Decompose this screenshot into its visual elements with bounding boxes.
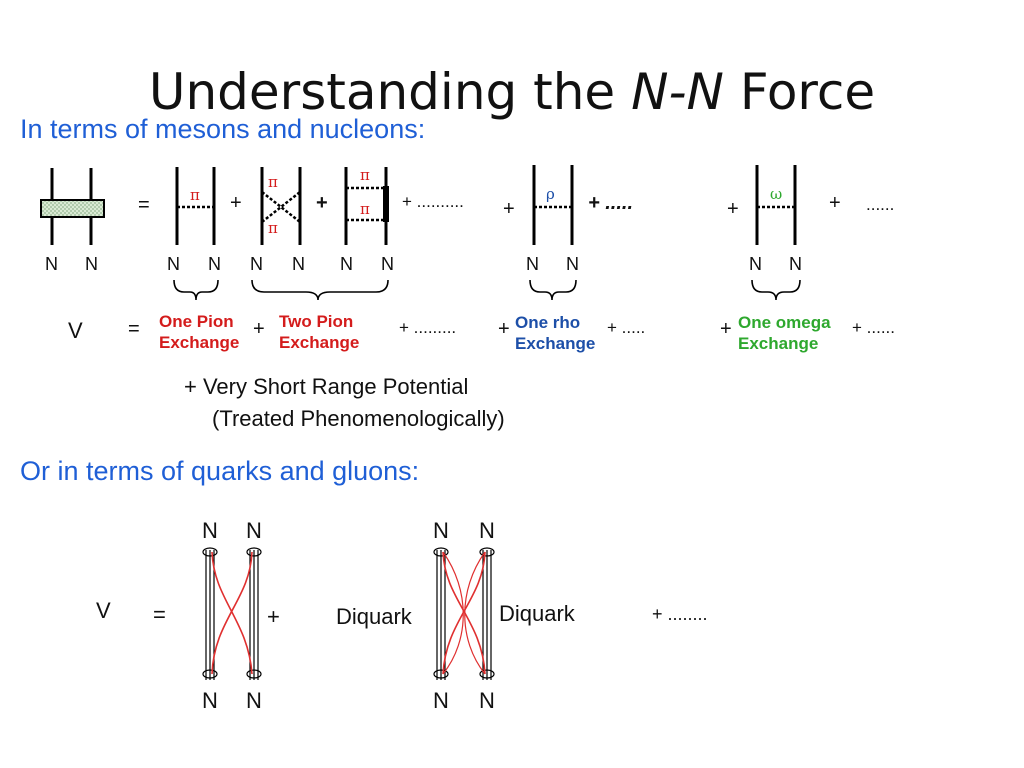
nucleon-label: N [246,518,262,543]
one-pion-diagram [175,167,216,245]
pion-symbol-top: π [268,173,278,191]
nucleon-label: N [479,688,495,713]
title-post: Force [723,63,876,121]
brace-one-rho [529,279,577,301]
plus-sign: + [267,604,280,629]
equals-sign: = [138,194,150,216]
plus-sign: + [253,318,265,340]
plus-sign: + [498,318,510,340]
plus-dots: + ........ [652,604,708,624]
one-omega-diagram [755,165,797,245]
label-line: Exchange [515,334,596,353]
diquark-label-right: Diquark [499,601,575,626]
plus-sign: + [720,318,732,340]
plus-sign: + [727,198,739,220]
nucleon-label: N [246,688,262,713]
nucleon-label: N [85,254,98,274]
dots: ...... [866,195,895,214]
quark-diagram-one [202,547,262,680]
pion-symbol-box-top: π [360,166,370,184]
nucleon-label: N [202,688,218,713]
nucleon-label: N [381,254,394,274]
two-pion-box-diagram [344,167,389,245]
one-pion-exchange-label: One Pion Exchange [159,311,239,353]
nucleon-label: N [566,254,579,274]
title-italic: N-N [631,63,724,121]
equals-sign: = [153,602,166,627]
brace-two-pion [251,279,389,301]
one-rho-exchange-label: One rho Exchange [515,312,595,354]
plus-sign: + [829,192,841,214]
nucleon-label: N [340,254,353,274]
plus-sign: + [503,198,515,220]
section-heading-quarks: Or in terms of quarks and gluons: [20,456,420,486]
nucleon-label: N [250,254,263,274]
plus-dots: + .......... [402,192,464,211]
plus-dots: + ..... [607,318,646,337]
label-line: Exchange [279,333,360,352]
label-line: One rho [515,313,581,332]
nucleon-label: N [167,254,180,274]
nucleon-label: N [433,518,449,543]
pion-symbol-box-bottom: π [360,200,370,218]
label-line: One omega [738,313,831,332]
one-omega-exchange-label: One omega Exchange [738,312,831,354]
label-line: Two Pion [279,312,354,331]
pion-symbol: π [190,186,200,204]
nucleon-label: N [433,688,449,713]
brace-one-omega [751,279,801,301]
brace-one-pion [173,279,219,301]
nucleon-label: N [202,518,218,543]
potential-symbol: V [68,318,83,343]
two-pion-exchange-label: Two Pion Exchange [279,311,359,353]
nucleon-label: N [749,254,762,274]
plus-sign-bold: + [316,192,328,214]
label-line: Exchange [159,333,240,352]
plus-dots: + ......... [399,318,457,337]
short-range-line2: (Treated Phenomenologically) [212,406,505,431]
nucleon-label: N [45,254,58,274]
label-line: One Pion [159,312,234,331]
nucleon-label: N [526,254,539,274]
two-pion-crossed-diagram [260,167,302,245]
equals-sign: = [128,318,140,340]
one-rho-diagram [532,165,574,245]
label-line: Exchange [738,334,819,353]
nucleon-label: N [208,254,221,274]
title-pre: Understanding the [148,63,632,121]
nucleon-label: N [292,254,305,274]
quark-diagram-two [433,547,495,680]
nucleon-label: N [789,254,802,274]
nucleon-label: N [479,518,495,543]
potential-symbol: V [96,598,111,623]
plus-dots-bold: + ..... [588,192,634,214]
section-heading-mesons: In terms of mesons and nucleons: [20,114,426,144]
short-range-line1: + Very Short Range Potential [184,374,469,399]
pion-symbol-bottom: π [268,219,278,237]
omega-symbol: ω [770,185,783,203]
plus-dots: + ...... [852,318,895,337]
plus-sign: + [230,192,242,214]
rho-symbol: ρ [546,185,555,203]
slide-title: Understanding the N-N Force [0,62,1024,122]
nn-interaction-box [40,168,105,245]
diquark-label-left: Diquark [336,604,412,629]
